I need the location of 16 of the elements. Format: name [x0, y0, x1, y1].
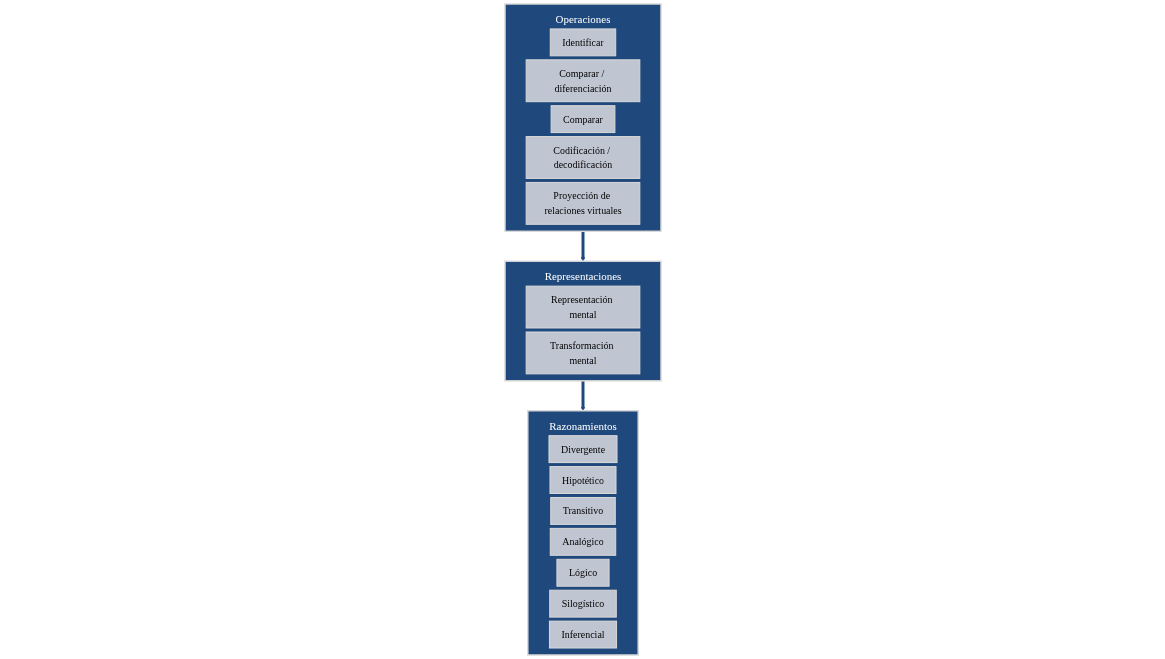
node-box: Analógico — [549, 527, 616, 556]
node-box: Comparar — [550, 105, 615, 134]
node-box: Divergente — [548, 435, 617, 464]
arrow — [580, 231, 585, 262]
node-box: Hipotético — [549, 466, 616, 494]
node-box: Proyección de relaciones virtuales — [525, 181, 640, 225]
node-box: Inferencial — [548, 620, 617, 649]
arrow — [580, 380, 585, 411]
node-box: Identificar — [549, 28, 616, 57]
node-box: Lógico — [555, 558, 610, 587]
node-box: Transitivo — [549, 497, 616, 525]
node-box: Representación mental — [525, 285, 640, 329]
node-box: Silogístico — [548, 589, 617, 618]
node-box: Transformación mental — [525, 331, 640, 375]
node-box: Codificación / decodificación — [525, 136, 640, 179]
node-box: Comparar / diferenciación — [525, 59, 640, 103]
